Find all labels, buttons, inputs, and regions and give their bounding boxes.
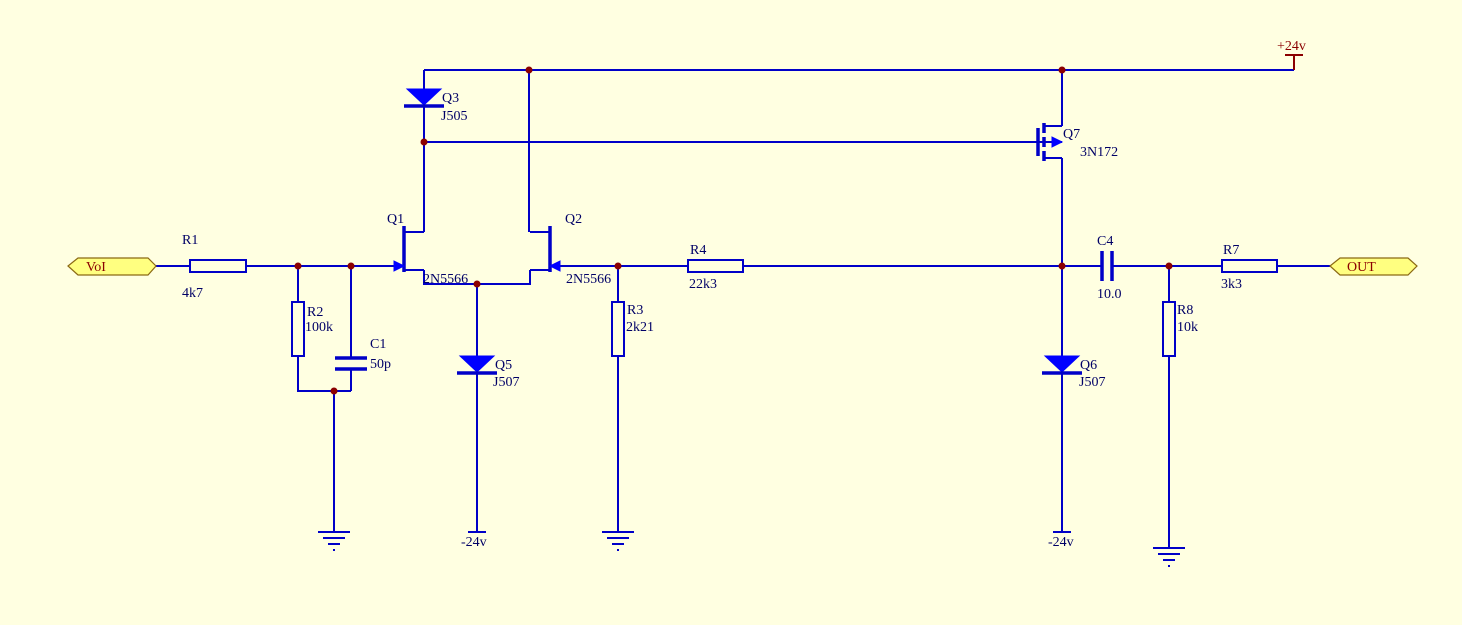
r3-value: 2k21 [626, 320, 654, 335]
q2-value: 2N5566 [566, 272, 611, 287]
mosfet-q7: Q7 3N172 [1036, 123, 1118, 161]
q7-ref: Q7 [1063, 127, 1080, 142]
ground-r3 [602, 531, 634, 551]
junction-dot [525, 66, 533, 74]
c1-value: 50p [370, 357, 391, 372]
input-port: VoI [67, 257, 157, 276]
q6-ref: Q6 [1080, 358, 1097, 373]
output-port-label: OUT [1347, 260, 1376, 275]
r2-ref: R2 [307, 305, 323, 320]
c4-value: 10.0 [1097, 287, 1122, 302]
r8-ref: R8 [1177, 303, 1193, 318]
resistor-r1: R1 4k7 [182, 233, 247, 301]
positive-rail-label: +24v [1277, 39, 1306, 54]
q1-ref: Q1 [387, 212, 404, 227]
resistor-r4: R4 22k3 [687, 243, 744, 292]
negative-rail-q6-label: -24v [1048, 535, 1074, 550]
junction-dot [420, 138, 428, 146]
r8-value: 10k [1177, 320, 1198, 335]
junction-dot [1058, 262, 1066, 270]
negative-rail-q5: -24v [461, 531, 487, 550]
junctions [294, 66, 1173, 395]
junction-dot [294, 262, 302, 270]
wires [156, 55, 1330, 548]
junction-dot [330, 387, 338, 395]
r4-ref: R4 [690, 243, 706, 258]
r2-value: 100k [305, 320, 333, 335]
resistor-r3: R3 2k21 [611, 301, 654, 357]
negative-rail-q5-label: -24v [461, 535, 487, 550]
r1-ref: R1 [182, 233, 198, 248]
q7-value: 3N172 [1080, 145, 1118, 160]
input-port-label: VoI [86, 260, 106, 275]
output-port: OUT [1329, 257, 1418, 276]
q3-value: J505 [441, 109, 467, 124]
positive-rail: +24v [1277, 39, 1306, 70]
r3-ref: R3 [627, 303, 643, 318]
junction-dot [347, 262, 355, 270]
junction-dot [614, 262, 622, 270]
jfet-q2: Q2 2N5566 [530, 212, 611, 287]
r1-value: 4k7 [182, 286, 203, 301]
q1-value: 2N5566 [423, 272, 468, 287]
c4-ref: C4 [1097, 234, 1113, 249]
c1-ref: C1 [370, 337, 386, 352]
diode-q3: Q3 J505 [404, 88, 467, 124]
capacitor-c4: C4 10.0 [1097, 234, 1122, 302]
diode-q6: Q6 J507 [1042, 355, 1105, 390]
r7-ref: R7 [1223, 243, 1239, 258]
ground-r8 [1153, 547, 1185, 567]
q5-ref: Q5 [495, 358, 512, 373]
capacitor-c1: C1 50p [335, 337, 391, 372]
q2-ref: Q2 [565, 212, 582, 227]
r4-value: 22k3 [689, 277, 717, 292]
r7-value: 3k3 [1221, 277, 1242, 292]
junction-dot [1058, 66, 1066, 74]
junction-dot [473, 280, 481, 288]
ground-c1 [318, 531, 350, 551]
resistor-r8: R8 10k [1162, 301, 1198, 357]
q5-value: J507 [493, 375, 519, 390]
jfet-q1: Q1 2N5566 [387, 212, 468, 287]
resistor-r7: R7 3k3 [1221, 243, 1278, 292]
diode-q5: Q5 J507 [457, 355, 519, 390]
resistor-r2: R2 100k [291, 301, 333, 357]
negative-rail-q6: -24v [1048, 531, 1074, 550]
junction-dot [1165, 262, 1173, 270]
q6-value: J507 [1079, 375, 1105, 390]
q3-ref: Q3 [442, 91, 459, 106]
